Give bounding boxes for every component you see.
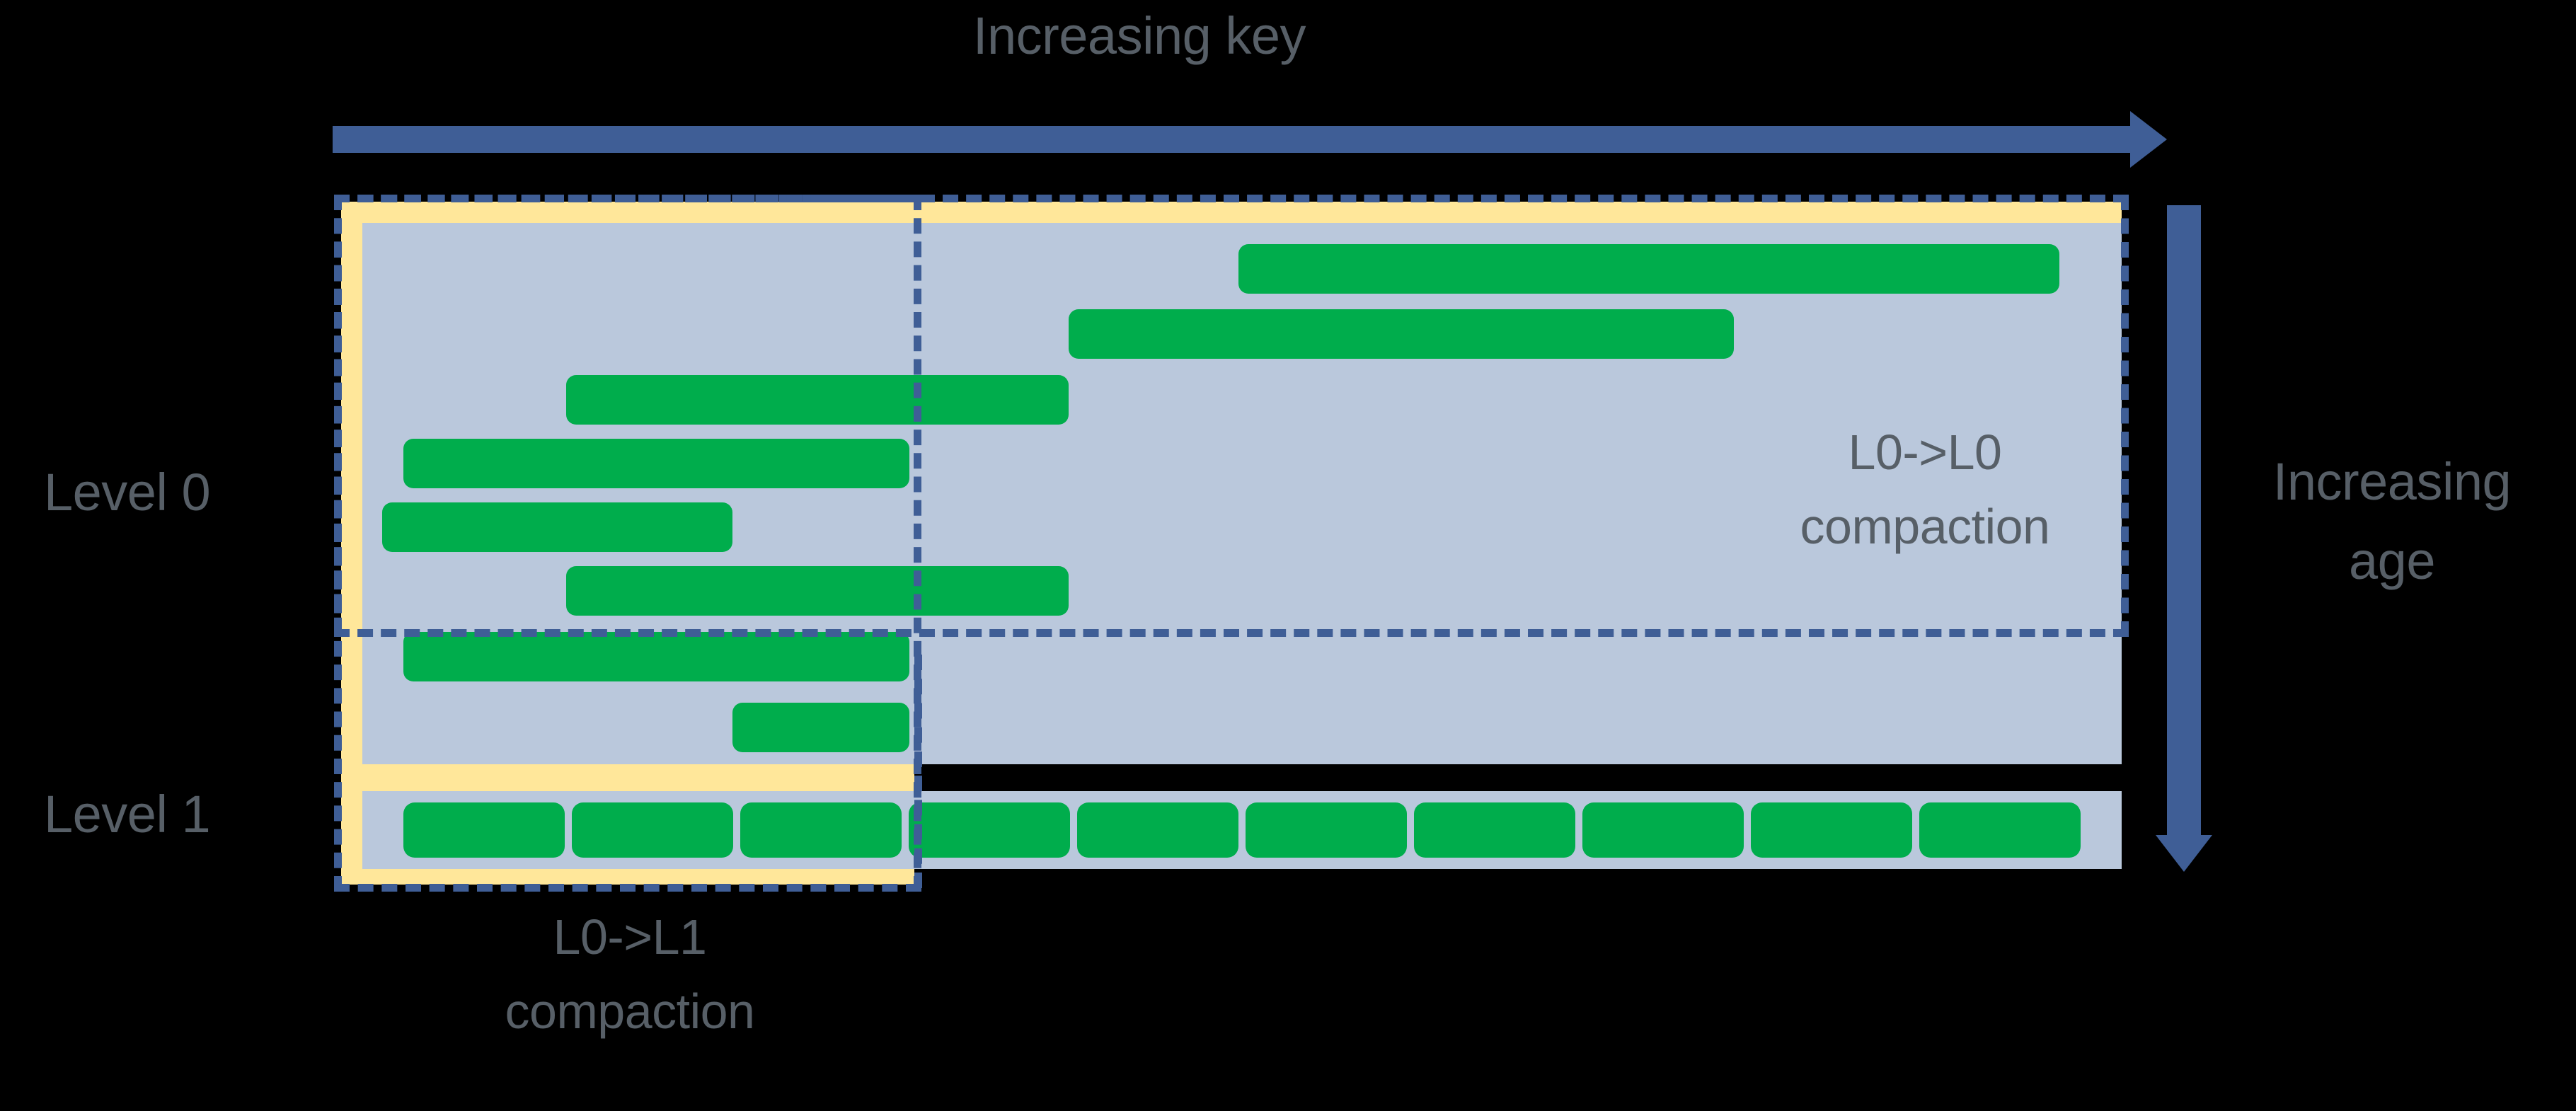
sstable-l1-4 [909, 802, 1070, 858]
l0l1-compaction-outline [334, 195, 921, 892]
increasing-age-arrow-shaft [2167, 205, 2201, 835]
sstable-l1-10 [1919, 802, 2081, 858]
sstable-l0-8 [732, 703, 909, 752]
l0l1-separator-band [341, 764, 914, 791]
l0l1-inner-right-boundary [914, 655, 922, 888]
increasing-age-arrow-head [2156, 835, 2212, 872]
sstable-l0-6 [566, 566, 1069, 616]
increasing-key-arrow-head [2130, 111, 2167, 168]
sstable-l1-3 [740, 802, 902, 858]
level-1-label: Level 1 [44, 785, 211, 844]
sstable-l1-2 [572, 802, 733, 858]
sstable-l1-6 [1246, 802, 1407, 858]
increasing-age-label-line2: age [2349, 531, 2435, 590]
l0l0-compaction-label-line1: L0->L0 [1848, 425, 2002, 480]
l0l0-compaction-label-line2: compaction [1800, 499, 2050, 554]
l0l1-compaction-label-line1: L0->L1 [553, 909, 707, 965]
l0l1-compaction-label-line2: compaction [505, 984, 755, 1039]
sstable-l1-1 [403, 802, 565, 858]
sstable-l1-7 [1414, 802, 1575, 858]
level-separator-line [914, 764, 2122, 791]
sstable-l0-4 [403, 439, 909, 488]
sstable-l0-1 [1238, 244, 2059, 294]
increasing-age-label-line1: Increasing [2272, 452, 2512, 511]
increasing-key-label: Increasing key [972, 6, 1306, 65]
sstable-l1-8 [1582, 802, 1744, 858]
sstable-l0-5 [382, 502, 732, 552]
sstable-l0-3 [566, 375, 1069, 425]
sstable-l1-5 [1077, 802, 1238, 858]
sstable-l0-7 [403, 632, 909, 681]
sstable-l0-2 [1069, 309, 1734, 359]
level-0-label: Level 0 [44, 463, 211, 522]
sstable-l1-9 [1751, 802, 1912, 858]
increasing-key-arrow-shaft [333, 126, 2130, 153]
